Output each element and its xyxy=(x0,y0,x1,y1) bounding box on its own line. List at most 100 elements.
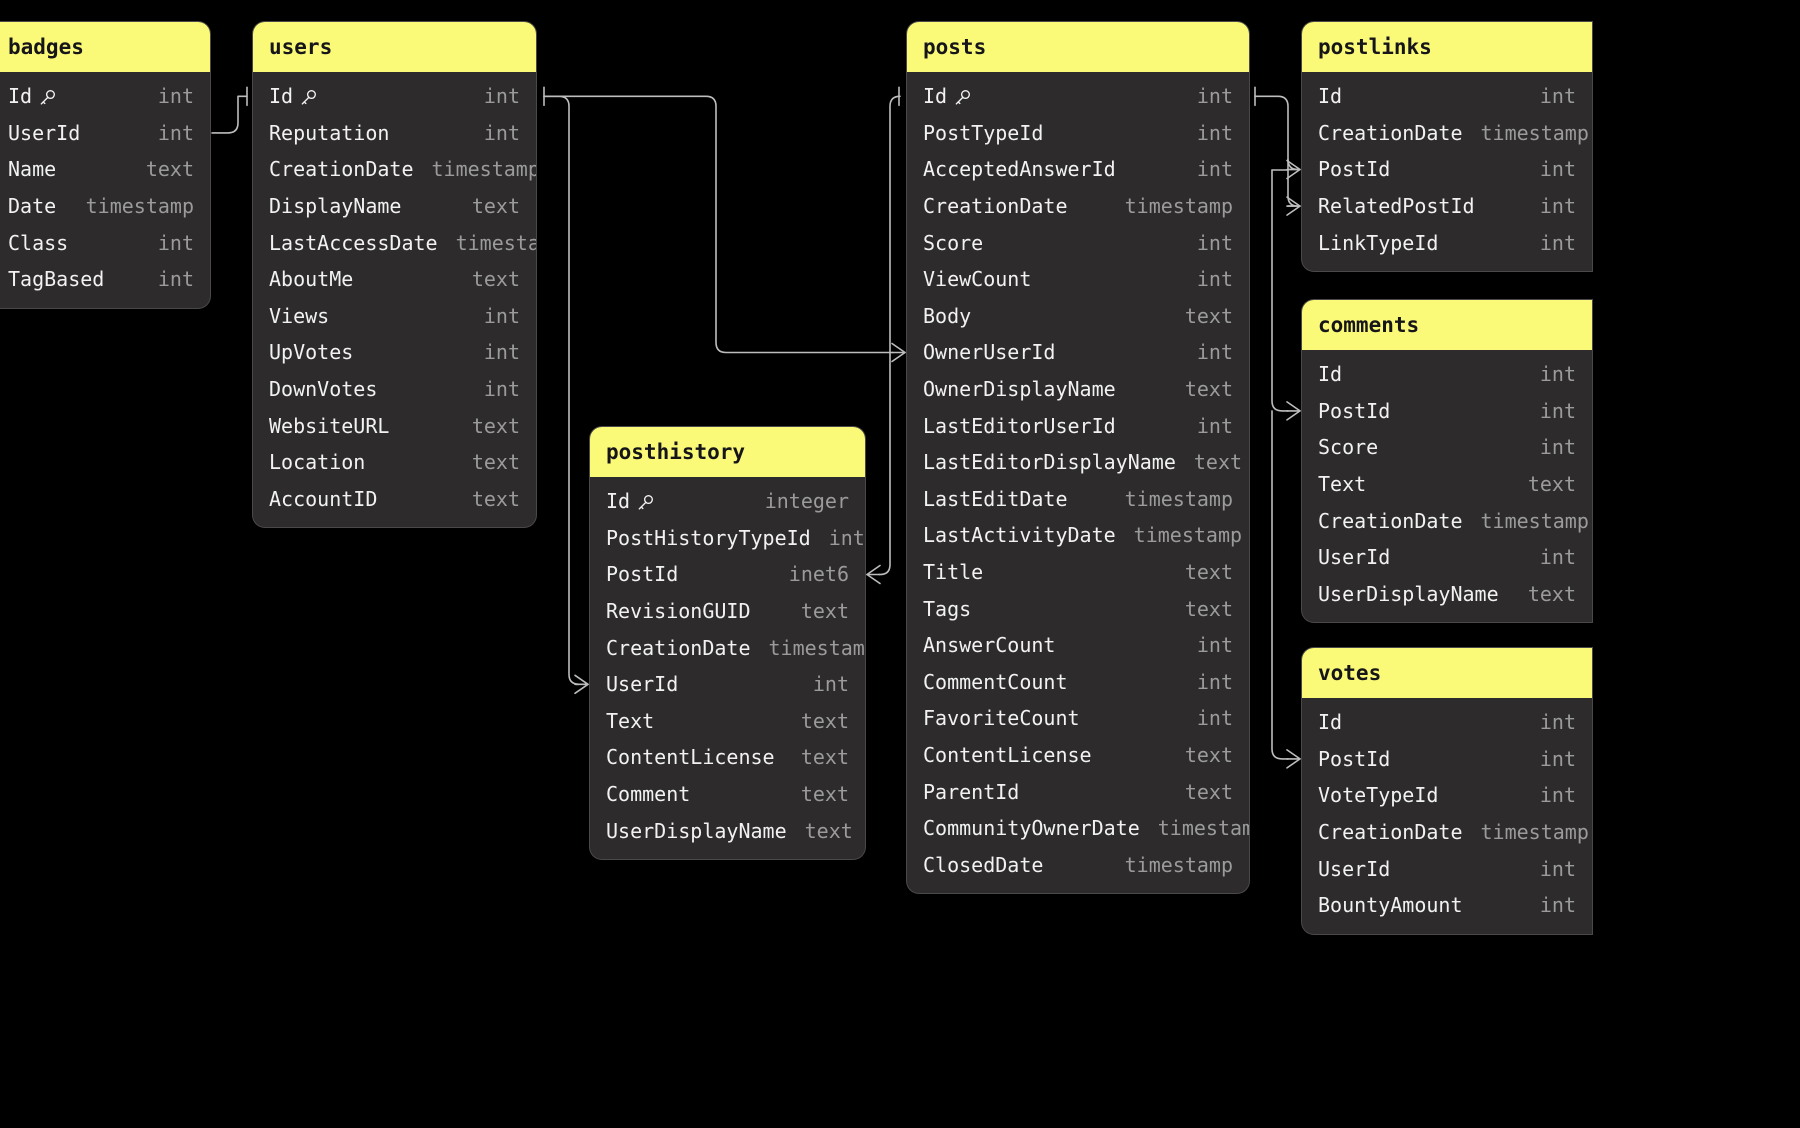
edge-users-posthistory xyxy=(543,95,580,686)
table-header-posts[interactable]: posts xyxy=(907,22,1249,72)
field-row-posthistory-userid[interactable]: UserId int xyxy=(590,666,865,703)
field-type: int xyxy=(812,672,849,697)
field-type: int xyxy=(1196,157,1233,182)
field-row-posts-communityownerdate[interactable]: CommunityOwnerDatetimestamp xyxy=(907,810,1249,847)
table-header-users[interactable]: users xyxy=(253,22,536,72)
table-header-comments[interactable]: comments xyxy=(1302,300,1592,350)
field-type: timestamp xyxy=(1480,820,1589,845)
field-name: Reputation xyxy=(269,120,390,145)
field-name: TagBased xyxy=(8,267,105,292)
field-name: Id xyxy=(8,86,56,106)
table-header-posthistory[interactable]: posthistory xyxy=(590,427,865,477)
field-type: int xyxy=(483,340,520,365)
table-header-postlinks[interactable]: postlinks xyxy=(1302,22,1592,72)
field-name: LinkTypeId xyxy=(1318,230,1439,255)
field-row-users-lastaccessdate[interactable]: LastAccessDatetimestamp xyxy=(253,224,536,261)
field-type: int xyxy=(1539,398,1576,423)
table-header-badges[interactable]: badges xyxy=(0,22,210,72)
table-header-votes[interactable]: votes xyxy=(1302,648,1592,698)
primary-key-icon xyxy=(39,89,56,106)
field-name: LastActivityDate xyxy=(923,523,1116,548)
field-name: LastEditorDisplayName xyxy=(923,450,1176,475)
field-name: UserId xyxy=(606,672,679,697)
edge-posts-postlinks-postid xyxy=(1287,158,1299,171)
field-type: int xyxy=(157,230,194,255)
field-name: UserDisplayName xyxy=(606,818,787,843)
